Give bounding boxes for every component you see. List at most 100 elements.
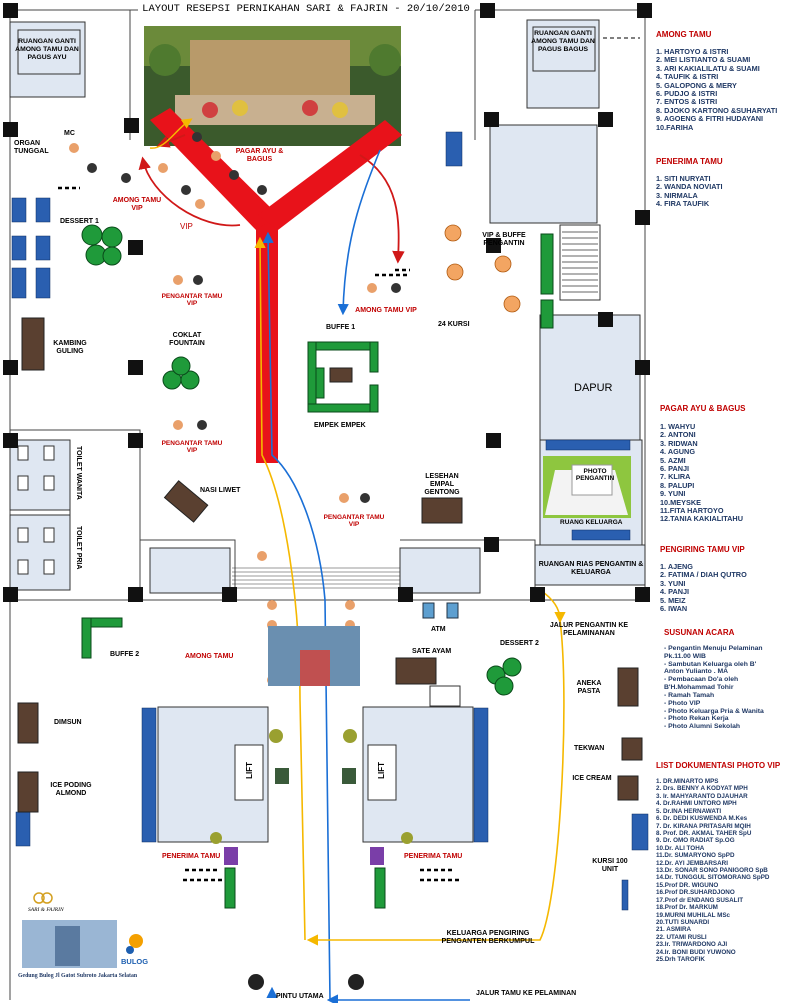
- bulog-logo-icon: [126, 934, 143, 954]
- list-item: 6. Dr. DEDI KUSWENDA M.Kes: [656, 815, 748, 823]
- dressing-room-left-label: RUANGAN GANTI AMONG TAMU DAN PAGUS AYU: [15, 38, 79, 61]
- list-item: 1. HARTOYO & ISTRI: [656, 47, 729, 56]
- vip-lounge-block: [489, 124, 598, 224]
- list-item: 4. TAUFIK & ISTRI: [656, 72, 719, 82]
- among-tamu-list: 1. HARTOYO & ISTRI 2. MEI LISTIANTO & SU…: [656, 47, 777, 132]
- lift2-label: LIFT: [377, 762, 386, 779]
- list-item: 4. AGUNG: [660, 447, 696, 457]
- dressing-room-right-label: RUANGAN GANTI AMONG TAMU DAN PAGUS BAGUS: [531, 30, 595, 53]
- list-item: 22. UTAMI RUSLI: [656, 933, 707, 941]
- list-item: 2. FATIMA / DIAH QUTRO: [660, 570, 747, 580]
- list-item: 7. KLIRA: [660, 472, 691, 482]
- list-item: 23.Ir. TRIWARDONO AJI: [656, 941, 728, 949]
- list-item: 20.TUTI SUNARDI: [656, 919, 710, 927]
- dapur-room: [539, 314, 641, 441]
- list-item: 3. YUNI: [660, 578, 686, 588]
- list-item: 18.Prof Dr. MARKUM: [656, 904, 718, 912]
- pintu-label: PINTU UTAMA: [276, 993, 324, 1000]
- jalur-tamu-label: JALUR TAMU KE PELAMINAN: [476, 990, 577, 997]
- buffet-tables: [81, 224, 554, 909]
- list-item: 3. Ir. MAHYARANTO DJAUHAR: [656, 792, 748, 800]
- pagar-ayu-heading: PAGAR AYU & BAGUS: [660, 404, 746, 413]
- list-item: 1. WAHYU: [660, 422, 696, 431]
- jalur-pengantin-label: JALUR PENGANTIN KE PELAMINANAN: [549, 622, 629, 638]
- among-tamu-label: AMONG TAMU: [185, 653, 234, 660]
- list-item: 8. Prof. DR. AKMAL TAHER SpU: [656, 829, 752, 837]
- pagar-ayu-list: 1. WAHYU 2. ANTONI 3. RIDWAN 4. AGUNG 5.…: [660, 422, 743, 524]
- list-item: 10.Dr. ALI TOHA: [656, 844, 705, 852]
- penerima2-label: PENERIMA TAMU: [404, 853, 463, 860]
- list-item: 3. NIRMALA: [656, 190, 698, 200]
- list-item: 1. DR.MINARTO MPS: [656, 778, 719, 785]
- kambing-label: KAMBING GULING: [53, 340, 87, 356]
- rias-label: RUANGAN RIAS PENGANTIN & KELUARGA: [538, 561, 644, 577]
- sate-label: SATE AYAM: [412, 648, 452, 655]
- list-item: 13.Dr. SONAR SONO PANIGORO SpB: [656, 867, 768, 875]
- coklat-label: COKLAT FOUNTAIN: [169, 332, 205, 348]
- lesehan-label: LESEHAN EMPAL GENTONG: [424, 473, 460, 497]
- red-path-left: [138, 156, 241, 227]
- aneka-label: ANEKA PASTA: [576, 680, 602, 696]
- susunan-list: - Pengantin Menuju Pelaminan Pk.11.00 WI…: [664, 645, 764, 731]
- list-item-highlight: 6. PANJI: [660, 463, 690, 473]
- list-item: 5. MEIZ: [660, 595, 686, 605]
- list-item: 12.Dr. AYI JEMBARSARI: [656, 859, 728, 867]
- list-item: 11.FITA HARTOYO: [660, 505, 724, 515]
- list-item: 9. AGOENG & FITRI HUDAYANI: [656, 114, 764, 124]
- among-tamu-vip2-label: AMONG TAMU VIP: [355, 307, 417, 314]
- list-item: 7. Dr. KIRANA PRITASARI MQIH: [656, 822, 751, 830]
- list-item: 4. FIRA TAUFIK: [656, 199, 710, 209]
- pagar-ayu-label: PAGAR AYU & BAGUS: [235, 148, 284, 164]
- mc-label: MC: [64, 130, 75, 137]
- list-item: 5. Dr.INA HERNAWATI: [656, 807, 722, 815]
- penerima1-label: PENERIMA TAMU: [162, 853, 221, 860]
- buffe2-label: BUFFE 2: [110, 651, 140, 658]
- susunan-heading: SUSUNAN ACARA: [664, 628, 735, 637]
- list-item: 15.Prof DR. WIGUNO: [656, 881, 719, 889]
- nasi-liwet-label: NASI LIWET: [200, 487, 241, 494]
- toilet-wanita-label: TOILET WANITA: [75, 446, 83, 500]
- pengiring-heading: PENGIRING TAMU VIP: [660, 545, 745, 554]
- atm-machines: [422, 602, 459, 619]
- list-item: 1. SITI NURYATI: [656, 174, 711, 183]
- keluarga-label: KELUARGA PENGIRING PENGANTEN BERKUMPUL: [441, 928, 535, 946]
- list-item: 3. ARI KAKIALILATU & SUAMI: [656, 63, 760, 73]
- dessert1-label: DESSERT 1: [60, 218, 99, 225]
- dimsun-label: DIMSUN: [54, 719, 82, 726]
- list-item: 25.Drh TAROFIK: [656, 956, 705, 964]
- flower-pots: [210, 729, 413, 990]
- list-item: - Photo VIP: [664, 699, 701, 707]
- among-tamu-vip-label: AMONG TAMU VIP: [112, 197, 162, 213]
- penerima-list: 1. SITI NURYATI 2. WANDA NOVIATI 3. NIRM…: [656, 174, 722, 209]
- logo-text: SARI & FAJRIN: [28, 907, 64, 913]
- rings-logo-icon: [33, 892, 53, 904]
- red-path-right: [359, 154, 405, 264]
- tekwan-label: TEKWAN: [574, 745, 605, 752]
- list-item: - Photo Rekan Kerja: [664, 715, 729, 723]
- list-item: 6. PUDJO & ISTRI: [656, 88, 718, 98]
- list-item: Anton Yulianto . MA: [664, 668, 729, 676]
- list-item: 10.FARIHA: [656, 122, 694, 132]
- kursi24-label: 24 KURSI: [438, 321, 470, 328]
- list-item: 17.Prof dr ENDANG SUSALIT: [656, 896, 744, 904]
- list-item: - Sambutan Keluarga oleh B': [664, 660, 757, 668]
- list-item: 5. GALOPONG & MERY: [656, 80, 737, 90]
- toilet-pria-label: TOILET PRIA: [75, 526, 83, 570]
- vip-tables: [444, 224, 521, 313]
- rias-room: [534, 544, 646, 586]
- ice-cream-label: ICE CREAM: [572, 775, 612, 782]
- list-item-highlight: 9. YUNI: [660, 489, 686, 499]
- list-item: 4. PANJI: [660, 587, 690, 597]
- list-item: 6. IWAN: [660, 603, 688, 613]
- organ-label: ORGAN TUNGGAL: [14, 140, 49, 156]
- list-item: 2. ANTONI: [660, 430, 696, 440]
- blue-path-main: [262, 231, 331, 1001]
- photo-label: PHOTO PENGANTIN: [575, 468, 615, 483]
- list-item: Pk.11.00 WIB: [664, 652, 706, 660]
- list-item: 14.Dr. TUNGGUL SITOMORANG SpPD: [656, 874, 770, 882]
- list-item: - Pengantin Menuju Pelaminan: [664, 645, 763, 652]
- page-title: LAYOUT RESEPSI PERNIKAHAN SARI & FAJRIN …: [142, 3, 470, 15]
- kursi100-label: KURSI 100 UNIT: [592, 858, 628, 874]
- buffe1-label: BUFFE 1: [326, 324, 356, 331]
- list-item: 24.Ir. BONI BUDI YUWONO: [656, 948, 736, 956]
